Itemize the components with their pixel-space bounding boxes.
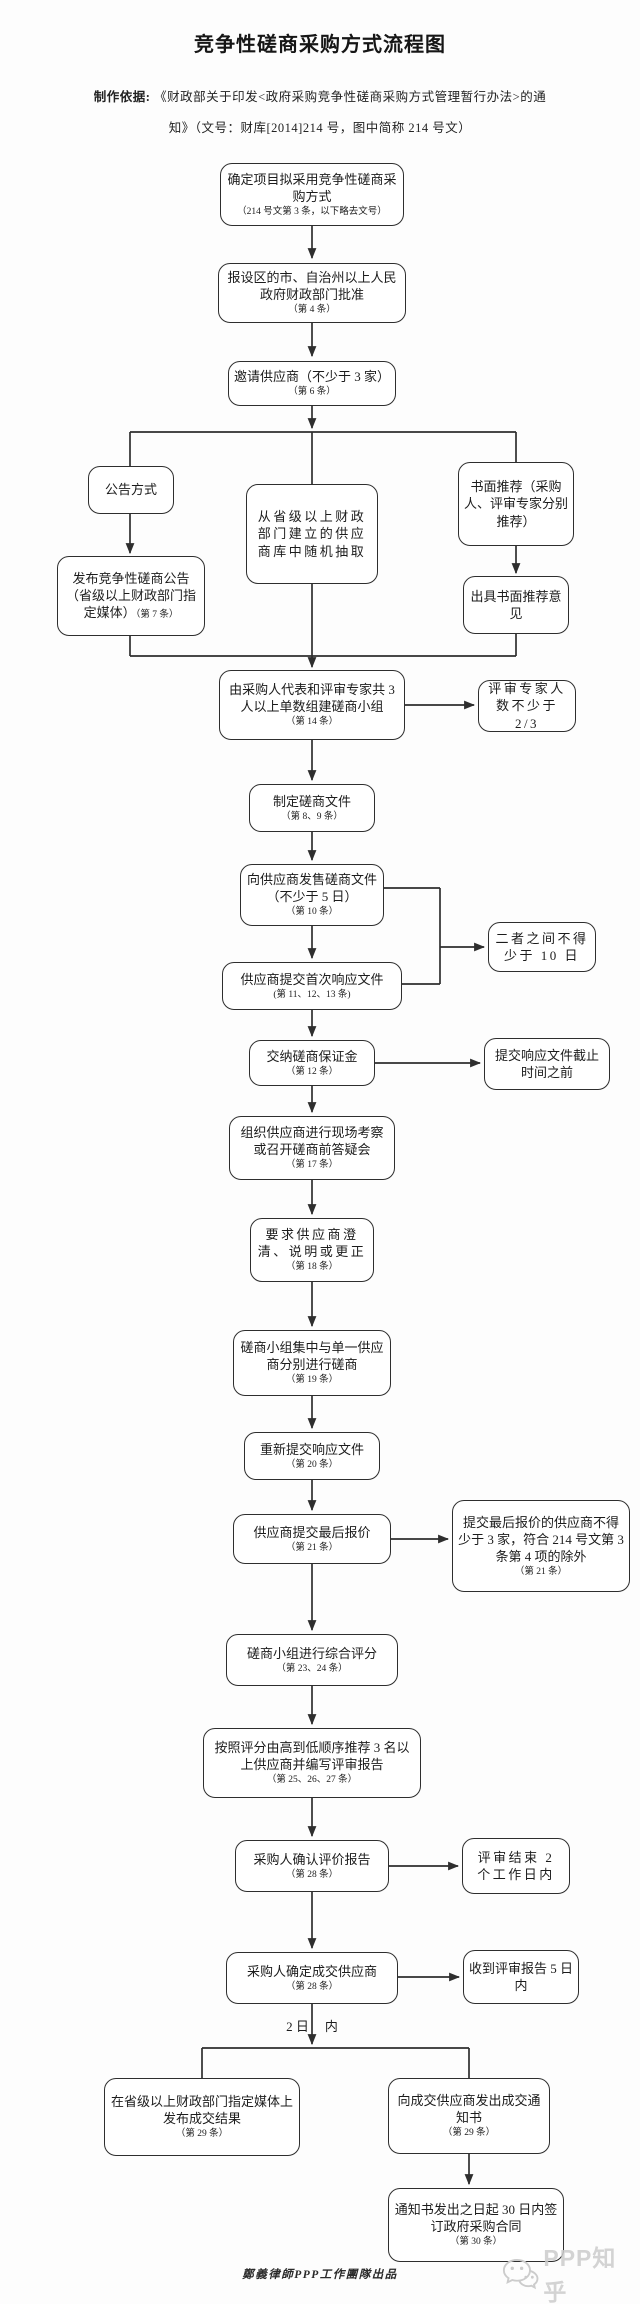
node-note: （第 6 条） xyxy=(288,387,336,398)
node-text: 从省级以上财政部门建立的供应商库中随机抽取 xyxy=(257,509,367,559)
node-note: （第 28 条） xyxy=(285,1869,339,1880)
producer-credit: 鄭義律師PPP工作團隊出品 xyxy=(242,2269,398,2281)
node-determine-winning-supplier: 采购人确定成交供应商 （第 28 条） xyxy=(226,1952,398,2004)
node-note: （第 18 条） xyxy=(285,1262,339,1273)
node-text: 确定项目拟采用竞争性磋商采购方式 xyxy=(227,171,397,204)
node-note: （第 23、24 条） xyxy=(276,1663,348,1674)
node-form-consultation-team: 由采购人代表和评审专家共 3 人以上单数组建磋商小组 （第 14 条） xyxy=(219,670,405,740)
node-publish-result: 在省级以上财政部门指定媒体上发布成交结果 （第 29 条） xyxy=(104,2078,300,2156)
node-sign-contract: 通知书发出之日起 30 日内签订政府采购合同 （第 30 条） xyxy=(388,2188,564,2262)
node-random-draw-from-pool: 从省级以上财政部门建立的供应商库中随机抽取 xyxy=(246,484,378,584)
source-label: 制作依据: xyxy=(93,90,151,104)
node-note: （第 12 条） xyxy=(285,1066,339,1077)
node-note: （第 21 条） xyxy=(285,1542,339,1553)
node-text: 重新提交响应文件 xyxy=(259,1441,364,1457)
node-resubmit-response: 重新提交响应文件 （第 20 条） xyxy=(244,1432,380,1480)
node-note: （第 17 条） xyxy=(285,1160,339,1171)
node-prepare-documents: 制定磋商文件 （第 8、9 条） xyxy=(249,784,375,832)
node-text: 制定磋商文件 xyxy=(272,793,351,809)
node-text: 书面推荐（采购人、评审专家分别推荐） xyxy=(464,479,569,529)
node-note: （214 号文第 3 条，以下略去文号） xyxy=(237,206,387,217)
node-text: 评审专家人数不少于 2/3 xyxy=(488,681,566,731)
node-text: 组织供应商进行现场考察或召开磋商前答疑会 xyxy=(240,1125,384,1158)
node-note: （第 25、26、27 条） xyxy=(266,1775,358,1786)
node-note: （第 4 条） xyxy=(288,305,336,316)
note-ten-days-between: 二者之间不得少于 10 日 xyxy=(488,922,596,972)
node-site-visit: 组织供应商进行现场考察或召开磋商前答疑会 （第 17 条） xyxy=(229,1116,395,1180)
node-text: 向成交供应商发出成交通知书 xyxy=(397,2093,541,2126)
node-text: 供应商提交最后报价 xyxy=(253,1524,371,1540)
node-text: 采购人确定成交供应商 xyxy=(246,1963,377,1979)
node-publish-announcement: 发布竞争性磋商公告（省级以上财政部门指定媒体）（第 7 条） xyxy=(57,556,205,636)
node-note: （第 29 条） xyxy=(442,2128,496,2139)
node-send-award-notice: 向成交供应商发出成交通知书 （第 29 条） xyxy=(388,2078,550,2154)
node-text: 提交响应文件截止时间之前 xyxy=(494,1047,599,1080)
node-text: 供应商提交首次响应文件 xyxy=(240,971,384,987)
note-before-deadline: 提交响应文件截止时间之前 xyxy=(484,1038,610,1090)
node-text: 向供应商发售磋商文件（不少于 5 日） xyxy=(246,872,377,905)
node-text: 磋商小组进行综合评分 xyxy=(246,1645,377,1661)
node-confirm-evaluation-report: 采购人确认评价报告 （第 28 条） xyxy=(235,1840,389,1892)
node-text: 公告方式 xyxy=(104,482,157,498)
node-note: （第 20 条） xyxy=(285,1459,339,1470)
node-issue-recommendation: 出具书面推荐意见 xyxy=(463,576,569,634)
source-line-2: 知》（文号：财库[2014]214 号，图中简称 214 号文） xyxy=(168,121,472,135)
node-note: （第 21 条） xyxy=(514,1567,568,1578)
node-text: 邀请供应商（不少于 3 家） xyxy=(234,369,391,385)
node-text: 提交最后报价的供应商不得少于 3 家，符合 214 号文第 3 条第 4 项的除… xyxy=(458,1514,624,1564)
node-separate-consultations: 磋商小组集中与单一供应商分别进行磋商 （第 19 条） xyxy=(233,1330,391,1396)
node-text: 交纳磋商保证金 xyxy=(266,1048,358,1064)
node-finance-approval: 报设区的市、自治州以上人民政府财政部门批准 （第 4 条） xyxy=(218,263,406,323)
node-pay-deposit: 交纳磋商保证金 （第 12 条） xyxy=(249,1040,375,1086)
source-line-1: 制作依据: 《财政部关于印发<政府采购竞争性磋商采购方式管理暂行办法>的通 xyxy=(93,90,547,104)
node-invite-suppliers: 邀请供应商（不少于 3 家） （第 6 条） xyxy=(228,361,396,406)
node-text: 要求供应商澄清、说明或更正 xyxy=(257,1227,367,1260)
node-note: （第 10 条） xyxy=(285,907,339,918)
node-comprehensive-scoring: 磋商小组进行综合评分 （第 23、24 条） xyxy=(226,1634,398,1686)
wechat-icon xyxy=(502,2258,539,2290)
node-text: 出具书面推荐意见 xyxy=(470,588,562,621)
node-note: （第 28 条） xyxy=(285,1981,339,1992)
node-text: 按照评分由高到低顺序推荐 3 名以上供应商并编写评审报告 xyxy=(214,1740,410,1773)
node-final-quote: 供应商提交最后报价 （第 21 条） xyxy=(233,1514,391,1564)
node-note: （第 7 条） xyxy=(135,610,179,621)
node-text: 磋商小组集中与单一供应商分别进行磋商 xyxy=(240,1340,384,1373)
node-recommend-suppliers-report: 按照评分由高到低顺序推荐 3 名以上供应商并编写评审报告 （第 25、26、27… xyxy=(203,1728,421,1798)
node-text: 由采购人代表和评审专家共 3 人以上单数组建磋商小组 xyxy=(229,682,395,715)
node-text: 采购人确认评价报告 xyxy=(253,1851,371,1867)
node-determine-method: 确定项目拟采用竞争性磋商采购方式 （214 号文第 3 条，以下略去文号） xyxy=(220,163,404,226)
node-written-recommendation: 书面推荐（采购人、评审专家分别推荐） xyxy=(458,462,574,546)
node-sell-documents: 向供应商发售磋商文件（不少于 5 日） （第 10 条） xyxy=(240,864,384,926)
node-text: 发布竞争性磋商公告（省级以上财政部门指定媒体）（第 7 条） xyxy=(65,571,196,621)
page-title: 竞争性磋商采购方式流程图 xyxy=(194,34,446,56)
note-minimum-three-quotes: 提交最后报价的供应商不得少于 3 家，符合 214 号文第 3 条第 4 项的除… xyxy=(452,1500,630,1592)
watermark-text: PPP知乎 xyxy=(543,2245,617,2304)
node-note: （第 19 条） xyxy=(285,1375,339,1386)
edge-label-two-days: 2 日 内 xyxy=(286,2019,338,2034)
node-announcement-method: 公告方式 xyxy=(88,466,174,514)
note-within-five-days-of-report: 收到评审报告 5 日内 xyxy=(463,1950,579,2004)
note-within-two-workdays: 评审结束 2 个工作日内 xyxy=(462,1838,570,1894)
node-note: (第 11、12、13 条) xyxy=(273,989,351,1000)
node-request-clarification: 要求供应商澄清、说明或更正 （第 18 条） xyxy=(250,1218,374,1282)
node-note: （第 30 条） xyxy=(449,2237,503,2248)
node-text: 报设区的市、自治州以上人民政府财政部门批准 xyxy=(227,270,397,303)
node-note: （第 14 条） xyxy=(285,717,339,728)
node-text: 二者之间不得少于 10 日 xyxy=(495,930,589,963)
node-first-response: 供应商提交首次响应文件 (第 11、12、13 条) xyxy=(222,962,402,1010)
node-text: 通知书发出之日起 30 日内签订政府采购合同 xyxy=(394,2202,558,2235)
node-text: 在省级以上财政部门指定媒体上发布成交结果 xyxy=(110,2094,293,2127)
note-expert-ratio: 评审专家人数不少于 2/3 xyxy=(478,680,576,732)
node-note: （第 8、9 条） xyxy=(281,811,343,822)
node-note: （第 29 条） xyxy=(175,2129,229,2140)
node-text: 评审结束 2 个工作日内 xyxy=(477,1849,555,1882)
watermark: PPP知乎 xyxy=(502,2245,634,2304)
node-text: 收到评审报告 5 日内 xyxy=(469,1960,574,1993)
